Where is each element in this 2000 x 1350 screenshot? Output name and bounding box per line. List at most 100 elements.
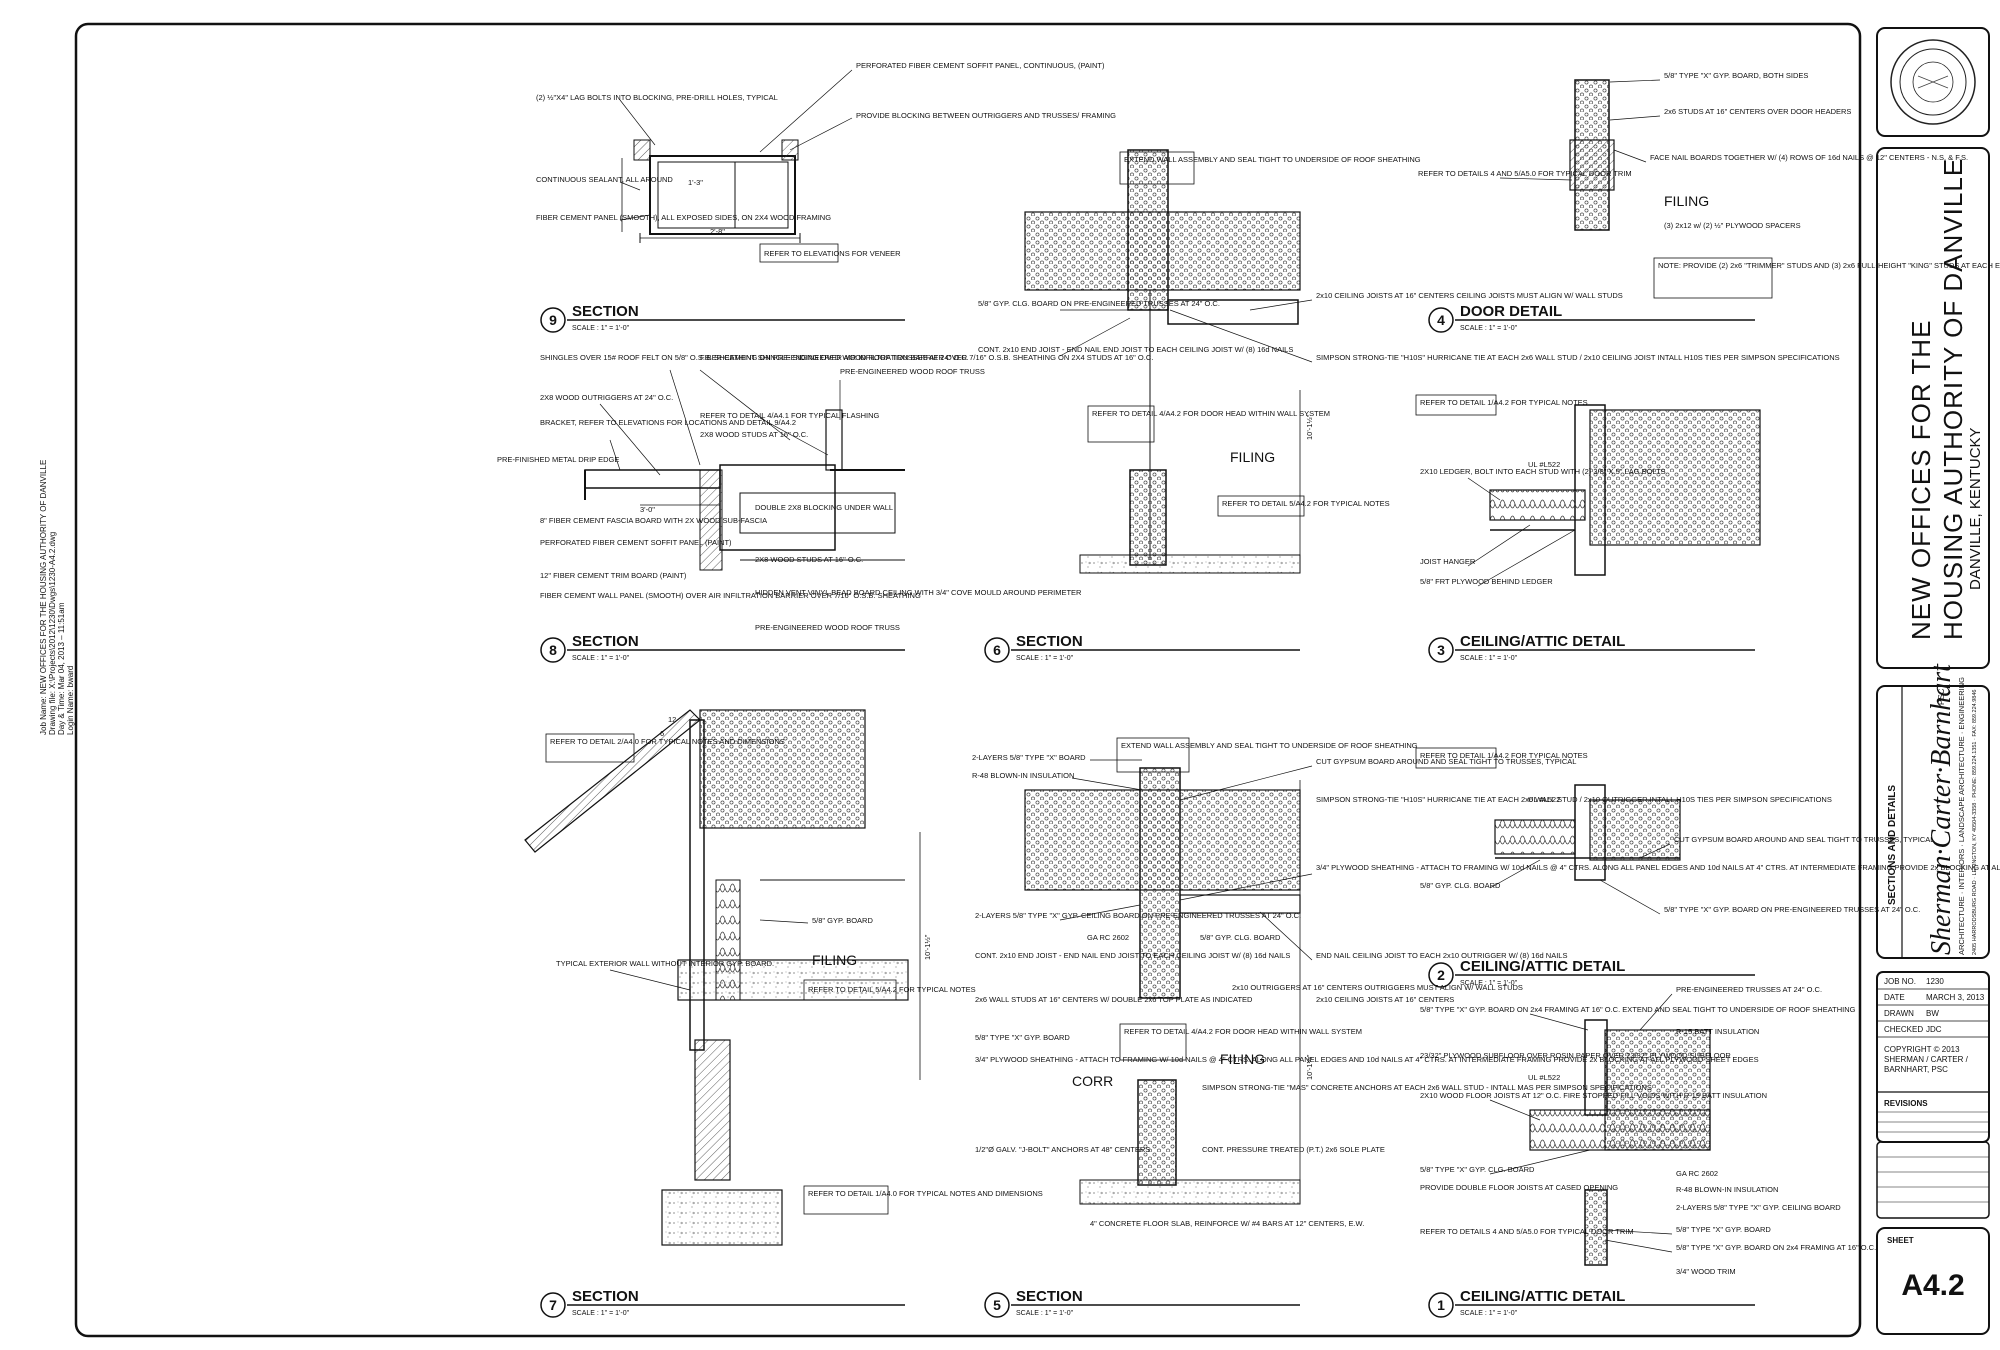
detail-4-scale: SCALE : 1" = 1'-0" [1460,325,1518,332]
copyright-line: BARNHART, PSC [1884,1065,1948,1074]
detail-1-note: 3/4" WOOD TRIM [1676,1267,1736,1276]
detail-6-note: EXTEND WALL ASSEMBLY AND SEAL TIGHT TO U… [1124,155,1421,164]
detail-2-title: 2 CEILING/ATTIC DETAIL SCALE : 1" = 1'-0… [1428,958,1755,988]
detail-3-ul: UL #L522 [1528,460,1560,469]
detail-8-title-text: SECTION [572,633,639,650]
date-value: MARCH 3, 2013 [1926,993,1985,1002]
detail-5-note: 2x10 OUTRIGGERS AT 16" CENTERS OUTRIGGER… [1232,983,1523,992]
detail-1-notes: 5/8" TYPE "X" GYP. BOARD ON 2x4 FRAMING … [1420,985,1876,1276]
checked-label: CHECKED [1884,1025,1923,1034]
detail-6-note: CONT. 2x10 END JOIST - END NAIL END JOIS… [978,345,1293,354]
detail-4-note: REFER TO DETAILS 4 AND 5/A5.0 FOR TYPICA… [1418,169,1632,178]
detail-5-note: 2x10 CEILING JOISTS AT 16" CENTERS [1316,995,1454,1004]
detail-9-note: FIBER CEMENT PANEL (SMOOTH), ALL EXPOSED… [536,213,831,222]
plot-info-line: Drawing file: X:\Projects\2012\1230\Dwgs… [48,532,57,735]
detail-8-scale: SCALE : 1" = 1'-0" [572,655,630,662]
architect-seal [1890,39,1976,125]
detail-2-notes: REFER TO DETAIL 1/A4.2 FOR TYPICAL NOTES… [1415,747,1934,915]
revisions-box [1876,1141,1990,1219]
project-title-line1: NEW OFFICES FOR THE [1906,320,1936,640]
project-title-line2: HOUSING AUTHORITY OF DANVILLE [1938,158,1968,640]
detail-9-title: 9 SECTION SCALE : 1" = 1'-0" [540,303,905,333]
seal-box [1876,27,1990,137]
detail-7-title-text: SECTION [572,1288,639,1305]
detail-1-note: R-15 BATT INSULATION [1676,1027,1759,1036]
detail-4-note: 5/8" TYPE "X" GYP. BOARD, BOTH SIDES [1664,71,1808,80]
detail-8-note: BRACKET, REFER TO ELEVATIONS FOR LOCATIO… [540,418,796,427]
plot-info: Job Name: NEW OFFICES FOR THE HOUSING AU… [39,460,75,735]
detail-5-note: 5/8" TYPE "X" GYP. BOARD [975,1033,1070,1042]
detail-2-ul: UL #L522 [1528,795,1560,804]
detail-1-note: R-48 BLOWN-IN INSULATION [1676,1185,1778,1194]
detail-5-note: R-48 BLOWN-IN INSULATION [972,771,1074,780]
detail-8-note: HIDDEN VENT VINYL BEAD BOARD CEILING WIT… [755,588,1082,597]
detail-8-note: FIBER CEMENT SHINGLE SIDING OVER AIR INF… [700,353,1153,362]
detail-5-note: 2x6 WALL STUDS AT 16" CENTERS W/ DOUBLE … [975,995,1253,1004]
plot-info-line: Job Name: NEW OFFICES FOR THE HOUSING AU… [39,460,48,735]
detail-7-title: 7 SECTION SCALE : 1" = 1'-0" [540,1288,905,1318]
detail-7-note: TYPICAL EXTERIOR WALL WITHOUT INTERIOR G… [556,959,774,968]
date-label: DATE [1884,993,1905,1002]
detail-7-scale: SCALE : 1" = 1'-0" [572,1310,630,1317]
revisions-label: REVISIONS [1884,1099,1928,1108]
sheet-number-box [1876,1227,1990,1335]
sheet-description: SECTIONS AND DETAILS [1887,785,1898,905]
detail-2-title-text: CEILING/ATTIC DETAIL [1460,958,1625,975]
project-title-box [1876,147,1990,669]
detail-7-drawing [524,709,921,1246]
detail-3-scale: SCALE : 1" = 1'-0" [1460,655,1518,662]
firm-suffix: PSC [1937,688,1946,705]
checked-value: JDC [1926,1025,1942,1034]
detail-3-note: 2X10 LEDGER, BOLT INTO EACH STUD WITH (2… [1420,467,1666,476]
detail-5-drawing [1024,767,1301,1205]
detail-6-note: REFER TO DETAIL 4/A4.2 FOR DOOR HEAD WIT… [1092,409,1330,418]
detail-4-note: (3) 2x12 w/ (2) ½" PLYWOOD SPACERS [1664,221,1801,230]
detail-5-gacode: GA RC 2602 [1087,933,1129,942]
firm-tagline: ARCHITECTURE · INTERIORS · LANDSCAPE ARC… [1957,677,1966,955]
detail-6-note: REFER TO DETAIL 5/A4.2 FOR TYPICAL NOTES [1222,499,1390,508]
detail-8-dim: 3'-0" [640,505,655,514]
project-location: DANVILLE, KENTUCKY [1967,427,1984,590]
detail-5-note: REFER TO DETAIL 4/A4.2 FOR DOOR HEAD WIT… [1124,1027,1362,1036]
detail-8-note: 8" FIBER CEMENT FASCIA BOARD WITH 2X WOO… [540,516,767,525]
detail-7-notes: REFER TO DETAIL 2/A4.0 FOR TYPICAL NOTES… [545,715,1043,1215]
detail-6-notes: EXTEND WALL ASSEMBLY AND SEAL TIGHT TO U… [978,151,1840,517]
detail-4-note: NOTE: PROVIDE (2) 2x6 "TRIMMER" STUDS AN… [1658,261,2000,270]
detail-5-note: SIMPSON STRONG-TIE "MAS" CONCRETE ANCHOR… [1202,1083,1652,1092]
detail-5-note: 3/4" PLYWOOD SHEATHING - ATTACH TO FRAMI… [1316,863,2000,872]
detail-7-note: 5/8" GYP. BOARD [812,916,873,925]
detail-7-dim: 10'-1½" [923,934,932,960]
detail-2-note: 5/8" GYP. CLG. BOARD [1420,881,1501,890]
job-no: 1230 [1926,977,1944,986]
detail-3-drawing [1489,404,1761,576]
detail-1-scale: SCALE : 1" = 1'-0" [1460,1310,1518,1317]
detail-6-dim: 10'-1½" [1305,414,1314,440]
detail-1-note: 5/8" TYPE "X" GYP. BOARD ON 2x4 FRAMING … [1676,1243,1876,1252]
detail-1-note: PRE-ENGINEERED TRUSSES AT 24" O.C. [1676,985,1822,994]
detail-7-note: REFER TO DETAIL 1/A4.0 FOR TYPICAL NOTES… [808,1189,1043,1198]
detail-9-note: PROVIDE BLOCKING BETWEEN OUTRIGGERS AND … [856,111,1116,120]
detail-8-note: PERFORATED FIBER CEMENT SOFFIT PANEL (PA… [540,538,732,547]
detail-8-note: 2X8 WOOD OUTRIGGERS AT 24" O.C. [540,393,673,402]
detail-1-note: 5/8" TYPE "X" GYP. BOARD ON 2x4 FRAMING … [1420,1005,1856,1014]
detail-7-note: REFER TO DETAIL 2/A4.0 FOR TYPICAL NOTES… [550,737,785,746]
detail-8-number: 8 [549,642,557,658]
detail-1-gacode: GA RC 2602 [1676,1169,1718,1178]
detail-3-number: 3 [1437,642,1445,658]
detail-9-note: CONTINUOUS SEALANT, ALL AROUND [536,175,673,184]
detail-6-note: 5/8" GYP. CLG. BOARD ON PRE-ENGINEERED T… [978,299,1220,308]
detail-3-note: REFER TO DETAIL 1/A4.2 FOR TYPICAL NOTES [1420,398,1588,407]
detail-8-note: 12" FIBER CEMENT TRIM BOARD (PAINT) [540,571,687,580]
copyright-line: COPYRIGHT © 2013 [1884,1045,1960,1054]
detail-9-notes: (2) ½"X4" LAG BOLTS INTO BLOCKING, PRE-D… [536,61,1116,263]
detail-6-number: 6 [993,642,1001,658]
detail-8-title: 8 SECTION SCALE : 1" = 1'-0" [540,633,905,663]
detail-5-title: 5 SECTION SCALE : 1" = 1'-0" [984,1288,1300,1318]
detail-4-filing: FILING [1664,193,1709,209]
detail-3-note: JOIST HANGER [1420,557,1476,566]
detail-6-note: SIMPSON STRONG-TIE "H10S" HURRICANE TIE … [1316,353,1840,362]
detail-8-note: DOUBLE 2X8 BLOCKING UNDER WALL [755,503,893,512]
detail-9-note: PERFORATED FIBER CEMENT SOFFIT PANEL, CO… [856,61,1105,70]
detail-9-number: 9 [549,312,557,328]
